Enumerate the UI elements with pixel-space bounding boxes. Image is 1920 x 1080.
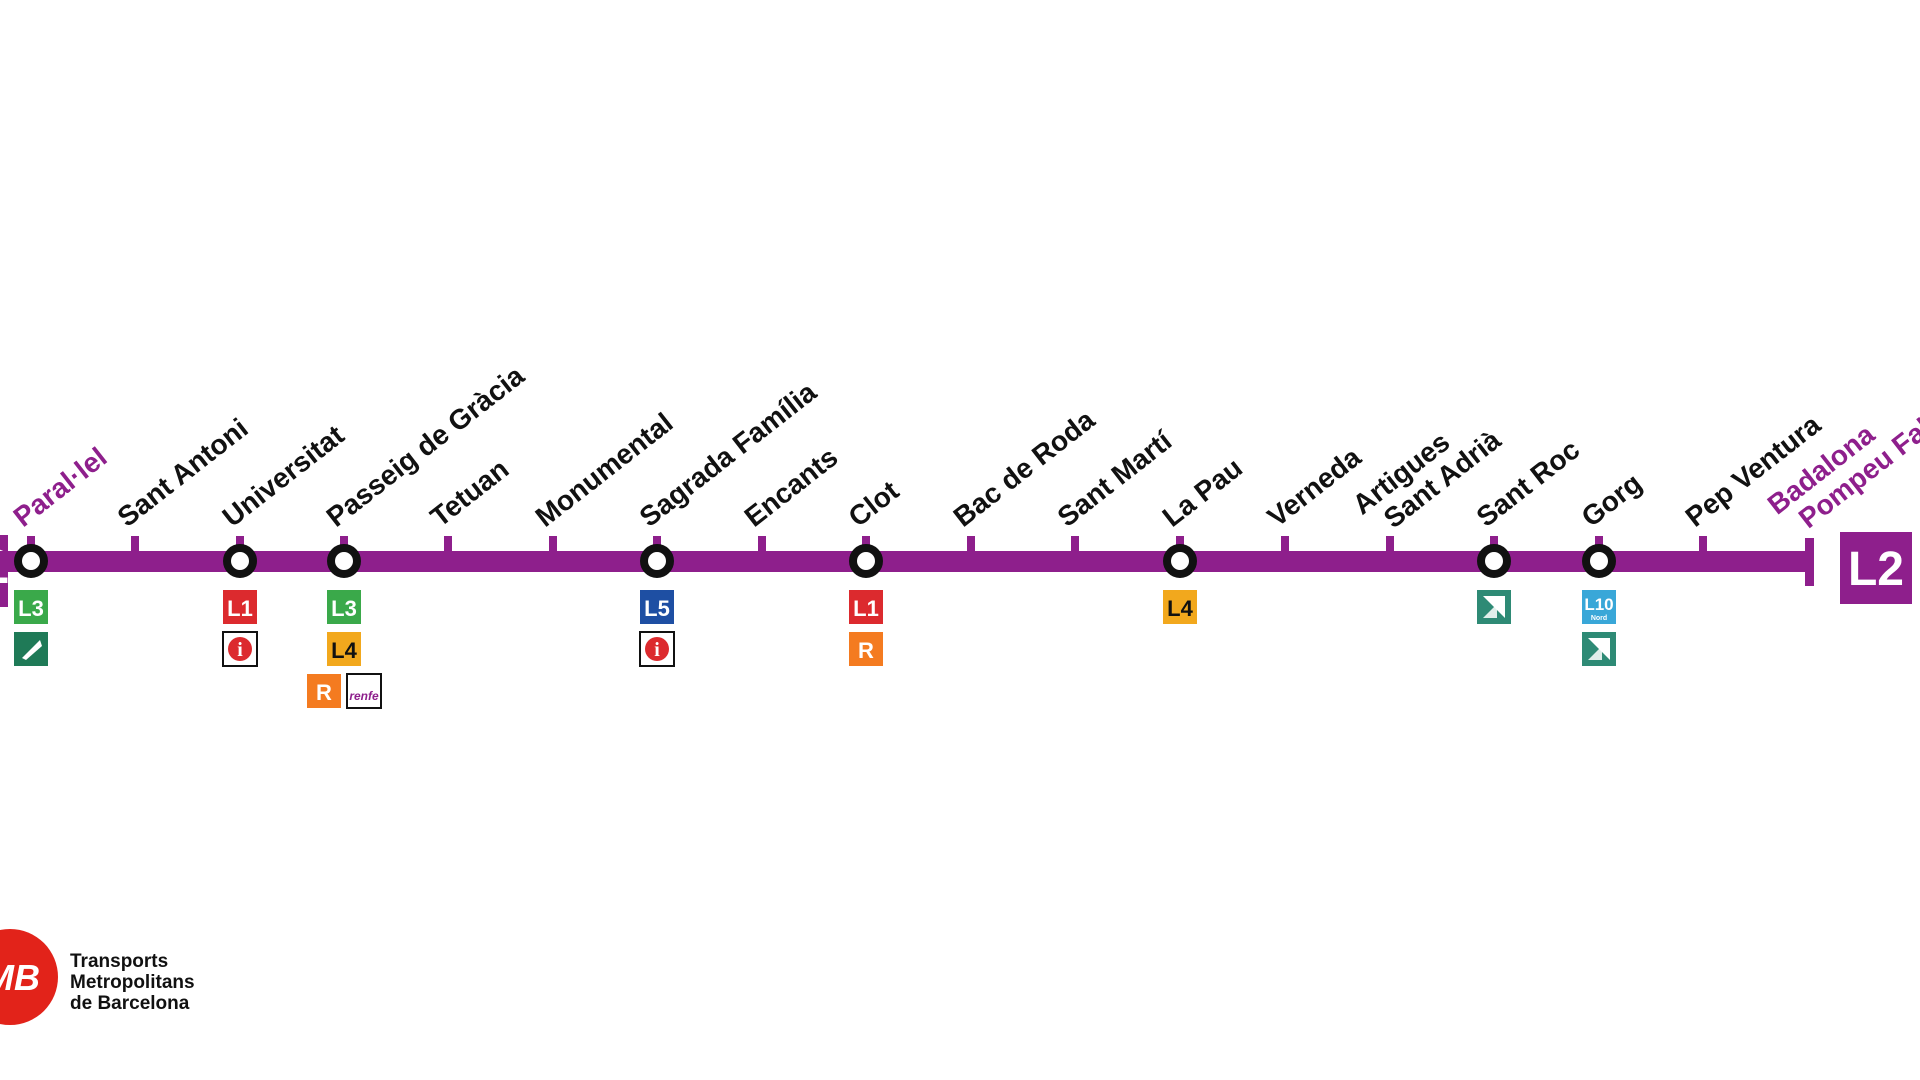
connection-badge-R: R	[307, 674, 341, 708]
badge-label: R	[858, 638, 874, 663]
connection-badge-L5: L5	[640, 590, 674, 624]
station-tick	[758, 536, 766, 554]
badge-box	[346, 673, 382, 709]
line-name-text: L2	[1848, 543, 1904, 596]
info-icon-glyph: i	[237, 639, 243, 661]
badge-box	[849, 590, 883, 624]
badge-label: L4	[331, 638, 357, 663]
connection-badge-L4: L4	[327, 632, 361, 666]
info-icon	[228, 637, 252, 661]
interchange-marker	[1163, 544, 1197, 578]
badge-box	[1163, 590, 1197, 624]
line-name-badge: L2	[1840, 532, 1912, 604]
station-label: La Pau	[1157, 452, 1248, 533]
interchange-marker	[14, 544, 48, 578]
station-label: Encants	[739, 441, 844, 532]
station-encants: Encants	[739, 441, 844, 554]
station-tick	[131, 536, 139, 554]
station-label: Tetuan	[425, 453, 515, 533]
line-bar	[0, 551, 1812, 572]
tmb-logo-line-3: de Barcelona	[70, 993, 190, 1014]
interchange-marker	[640, 544, 674, 578]
badge-label: R	[316, 680, 332, 705]
connection-badge-funicular	[14, 632, 48, 666]
station-label: Sagrada Família	[634, 376, 823, 533]
station-label: Gorg	[1576, 467, 1648, 533]
connection-badge-R: R	[849, 632, 883, 666]
connection-badge-L1: L1	[849, 590, 883, 624]
station-tetuan: Tetuan	[425, 453, 515, 554]
connection-badge-info: i	[222, 631, 258, 667]
connection-badge-L3: L3	[327, 590, 361, 624]
station-tick	[967, 536, 975, 554]
connection-badge-info: i	[639, 631, 675, 667]
info-icon	[645, 637, 669, 661]
badge-label: L3	[331, 596, 357, 621]
tram-glyph-2	[1588, 646, 1602, 660]
interchange-marker	[1477, 544, 1511, 578]
badge-box	[223, 590, 257, 624]
tram-glyph-2	[1483, 604, 1497, 618]
badge-label: L3	[18, 596, 44, 621]
connection-badge-L1: L1	[223, 590, 257, 624]
station-bac-de-roda: Bac de Roda	[948, 404, 1101, 554]
tmb-logo-mark	[0, 929, 58, 1025]
tmb-logo-line-2: Metropolitans	[70, 972, 195, 993]
station-label: Verneda	[1262, 441, 1367, 533]
station-label: Paral·lel	[8, 441, 113, 533]
station-tick	[444, 536, 452, 554]
badge-box	[14, 590, 48, 624]
badge-box	[327, 590, 361, 624]
station-monumental: Monumental	[530, 407, 679, 554]
interchange-marker	[849, 544, 883, 578]
station-tick	[1281, 536, 1289, 554]
badge-box	[849, 632, 883, 666]
connection-badge-L3: L3	[14, 590, 48, 624]
funicular-glyph	[22, 640, 42, 660]
connection-badge-tram	[1582, 632, 1616, 666]
badge-label: L5	[644, 596, 670, 621]
station-label: Clot	[843, 475, 905, 533]
interchange-marker	[1582, 544, 1616, 578]
badge-label: L1	[853, 596, 879, 621]
badge-box	[640, 590, 674, 624]
station-artigues-sant-adria: ArtiguesSant Adrià	[1347, 424, 1507, 554]
tmb-logo-mark-text: MB	[0, 957, 40, 998]
badge-label: L10	[1584, 595, 1613, 614]
badge-sublabel: Nord	[1591, 615, 1607, 622]
connection-badge-tram	[1477, 590, 1511, 624]
station-tick	[1386, 536, 1394, 554]
interchange-marker	[223, 544, 257, 578]
connection-badge-L4: L4	[1163, 590, 1197, 624]
badge-label: L4	[1167, 596, 1193, 621]
connection-badge-renfe: renfe	[346, 673, 382, 709]
badge-box	[1582, 590, 1616, 624]
badge-label: L1	[227, 596, 253, 621]
station-tick	[1071, 536, 1079, 554]
tmb-logo: MB Transports Metropolitans de Barcelona	[0, 929, 195, 1025]
badge-box	[327, 632, 361, 666]
badge-label: renfe	[349, 689, 379, 703]
info-icon-glyph: i	[654, 639, 660, 661]
line-end-cap	[1805, 538, 1814, 586]
badge-box	[307, 674, 341, 708]
station-sant-antoni: Sant Antoni	[112, 412, 254, 554]
interchange-marker	[327, 544, 361, 578]
tmb-logo-line-1: Transports	[70, 951, 168, 972]
station-tick	[1699, 536, 1707, 554]
station-tick	[549, 536, 557, 554]
